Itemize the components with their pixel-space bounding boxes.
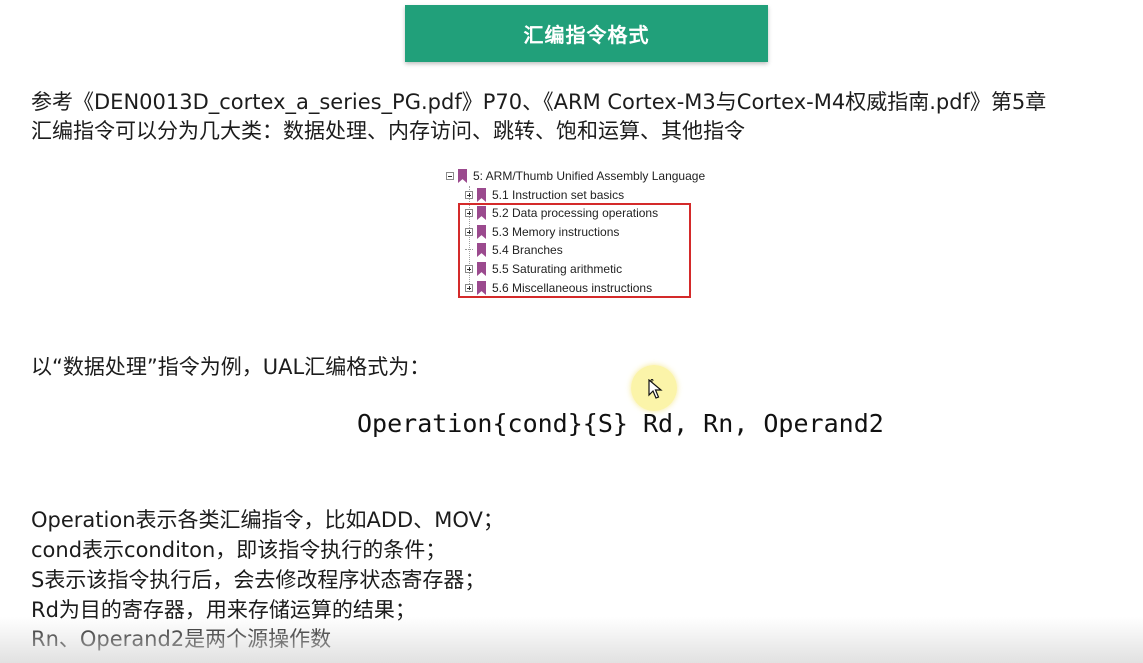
- expand-plus-icon[interactable]: [465, 284, 473, 292]
- tree-item-label: 5.3 Memory instructions: [492, 225, 620, 239]
- expand-plus-icon[interactable]: [465, 191, 473, 199]
- highlight-box: [458, 203, 691, 298]
- bookmark-icon: [477, 188, 486, 202]
- bookmark-icon: [477, 225, 486, 239]
- slide-title: 汇编指令格式: [523, 23, 650, 47]
- tree-item-label: 5.1 Instruction set basics: [492, 188, 625, 202]
- ual-syntax: Operation{cond}{S} Rd, Rn, Operand2: [357, 409, 884, 438]
- tree-connector-line: [469, 186, 471, 292]
- tree-item-5-4[interactable]: 5.4 Branches: [465, 242, 563, 258]
- explanation-line: cond表示conditon，即该指令执行的条件；: [31, 538, 447, 562]
- reference-line: 参考《DEN0013D_cortex_a_series_PG.pdf》P70、《…: [31, 90, 1047, 114]
- tree-root-row[interactable]: 5: ARM/Thumb Unified Assembly Language: [446, 168, 705, 184]
- tree-root-label: 5: ARM/Thumb Unified Assembly Language: [473, 169, 706, 183]
- bookmark-icon: [477, 262, 486, 276]
- tree-item-5-5[interactable]: 5.5 Saturating arithmetic: [465, 261, 622, 277]
- bookmark-icon: [477, 281, 486, 295]
- slide-title-bar: 汇编指令格式: [405, 5, 768, 62]
- explanation-line: Rn、Operand2是两个源操作数: [31, 627, 332, 651]
- collapse-minus-icon[interactable]: [446, 172, 454, 180]
- bookmark-icon: [477, 243, 486, 257]
- expand-plus-icon[interactable]: [465, 209, 473, 217]
- tree-item-5-2[interactable]: 5.2 Data processing operations: [465, 205, 658, 221]
- bookmark-icon: [477, 206, 486, 220]
- tree-item-label: 5.5 Saturating arithmetic: [492, 262, 623, 276]
- move-cursor-icon: [648, 379, 663, 399]
- example-intro-line: 以“数据处理”指令为例，UAL汇编格式为：: [31, 355, 431, 379]
- tree-item-5-6[interactable]: 5.6 Miscellaneous instructions: [465, 280, 652, 296]
- tree-item-5-3[interactable]: 5.3 Memory instructions: [465, 224, 619, 240]
- expand-plus-icon[interactable]: [465, 228, 473, 236]
- expand-plus-icon[interactable]: [465, 265, 473, 273]
- tree-item-label: 5.6 Miscellaneous instructions: [492, 281, 653, 295]
- tree-item-label: 5.4 Branches: [492, 243, 563, 257]
- explanation-line: S表示该指令执行后，会去修改程序状态寄存器；: [31, 568, 486, 592]
- bookmark-icon: [458, 169, 467, 183]
- tree-item-5-1[interactable]: 5.1 Instruction set basics: [465, 187, 624, 203]
- tree-leaf-connector: [465, 249, 473, 251]
- categories-line: 汇编指令可以分为几大类：数据处理、内存访问、跳转、饱和运算、其他指令: [31, 119, 745, 143]
- explanation-line: Operation表示各类汇编指令，比如ADD、MOV；: [31, 508, 504, 532]
- tree-item-label: 5.2 Data processing operations: [492, 206, 659, 220]
- explanation-line: Rd为目的寄存器，用来存储运算的结果；: [31, 598, 416, 622]
